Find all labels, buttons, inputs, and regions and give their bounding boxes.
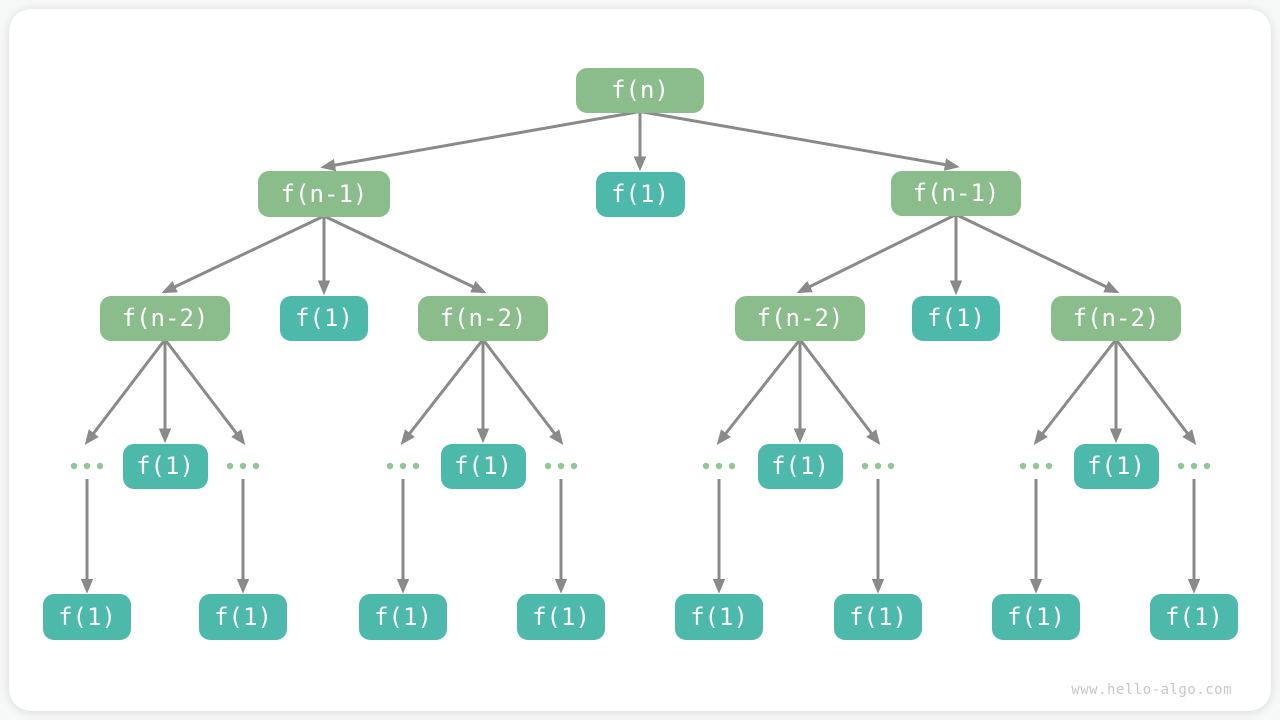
ellipsis-dot [83, 462, 91, 470]
edge-arrow-l3d-d5 [716, 338, 802, 445]
edge-arrow-l3c-d3 [400, 338, 485, 445]
ellipsis-dot [544, 462, 552, 470]
edge-arrow-l2a-l3c [323, 214, 487, 294]
ellipsis-dot [874, 462, 882, 470]
edge-arrow-root-l2a [320, 110, 641, 172]
edge-arrow-l3f-d8 [1114, 338, 1197, 445]
watermark-text: www.hello-algo.com [1071, 682, 1232, 698]
edge-arrow-l3a-d1 [84, 338, 167, 445]
ellipsis-dot [1045, 462, 1053, 470]
ellipsis-dot [570, 462, 578, 470]
ellipsis-dot [715, 462, 723, 470]
ellipsis-dot [557, 462, 565, 470]
edge-arrow-l3d-d6 [798, 338, 881, 445]
edge-arrow-root-l2c [639, 110, 960, 171]
edge-arrow-l3c-d4 [481, 338, 564, 445]
ellipsis-dot [702, 462, 710, 470]
ellipsis-dot [70, 462, 78, 470]
ellipsis-dot [96, 462, 104, 470]
ellipsis-dot [1019, 462, 1027, 470]
ellipsis-dot [861, 462, 869, 470]
ellipsis-dot [386, 462, 394, 470]
edge-arrow-l2c-l3f [955, 213, 1120, 294]
ellipsis-dot [1203, 462, 1211, 470]
ellipsis-dot [887, 462, 895, 470]
ellipsis-dot [728, 462, 736, 470]
ellipsis-dot [252, 462, 260, 470]
ellipsis-dot [1177, 462, 1185, 470]
ellipsis-dot [412, 462, 420, 470]
ellipsis-dot [226, 462, 234, 470]
edge-arrow-l3a-d2 [163, 338, 246, 445]
edge-arrow-l2a-l3a [161, 214, 325, 294]
ellipsis-dot [399, 462, 407, 470]
ellipsis-dot [1032, 462, 1040, 470]
ellipsis-dot [239, 462, 247, 470]
ellipsis-dot [1190, 462, 1198, 470]
edge-arrow-l2c-l3d [796, 213, 957, 294]
edge-arrow-l3f-d7 [1033, 338, 1118, 445]
